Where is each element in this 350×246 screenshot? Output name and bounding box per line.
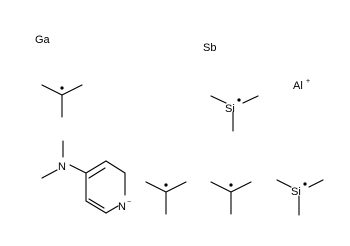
radical-dot	[164, 183, 168, 187]
bond	[210, 181, 232, 193]
aluminium-cation: Al +	[293, 78, 310, 92]
bond	[105, 160, 126, 174]
ring-nitrogen-charge: −	[127, 199, 131, 206]
bond	[230, 181, 252, 193]
silicon-label: Si	[291, 186, 301, 198]
gallium-atom: Ga	[35, 34, 51, 46]
bond	[308, 179, 324, 188]
aluminium-charge: +	[306, 78, 310, 85]
antimony-atom: Sb	[203, 42, 216, 54]
bond	[41, 169, 58, 179]
bond	[105, 205, 119, 214]
isopropyl-radical-3	[210, 181, 252, 215]
bond	[210, 95, 227, 104]
isopropyl-radical-1	[41, 84, 83, 118]
bond	[41, 84, 63, 96]
bond	[69, 164, 87, 174]
double-bond-inner	[88, 167, 106, 179]
bond	[276, 179, 292, 188]
radical-dot	[237, 98, 241, 102]
gallium-label: Ga	[35, 34, 51, 46]
bond	[61, 84, 83, 96]
bond	[242, 95, 259, 104]
trimethylsilyl-radical-1: Si	[210, 95, 259, 132]
isopropyl-radical-2	[145, 181, 187, 215]
dimethylamino-pyridinide: N N −	[41, 140, 131, 214]
bond	[145, 181, 167, 193]
ring-nitrogen-label: N	[118, 201, 126, 213]
radical-dot	[60, 86, 64, 90]
radical-dot	[229, 183, 233, 187]
aluminium-label: Al	[293, 80, 303, 92]
radical-dot	[303, 182, 307, 186]
double-bond-inner	[88, 198, 105, 209]
antimony-label: Sb	[203, 42, 216, 54]
trimethylsilyl-radical-2: Si	[276, 179, 324, 216]
silicon-label: Si	[225, 103, 235, 115]
bond	[85, 160, 107, 174]
amine-nitrogen-label: N	[58, 161, 66, 173]
bond	[85, 200, 107, 214]
bond	[165, 181, 187, 193]
